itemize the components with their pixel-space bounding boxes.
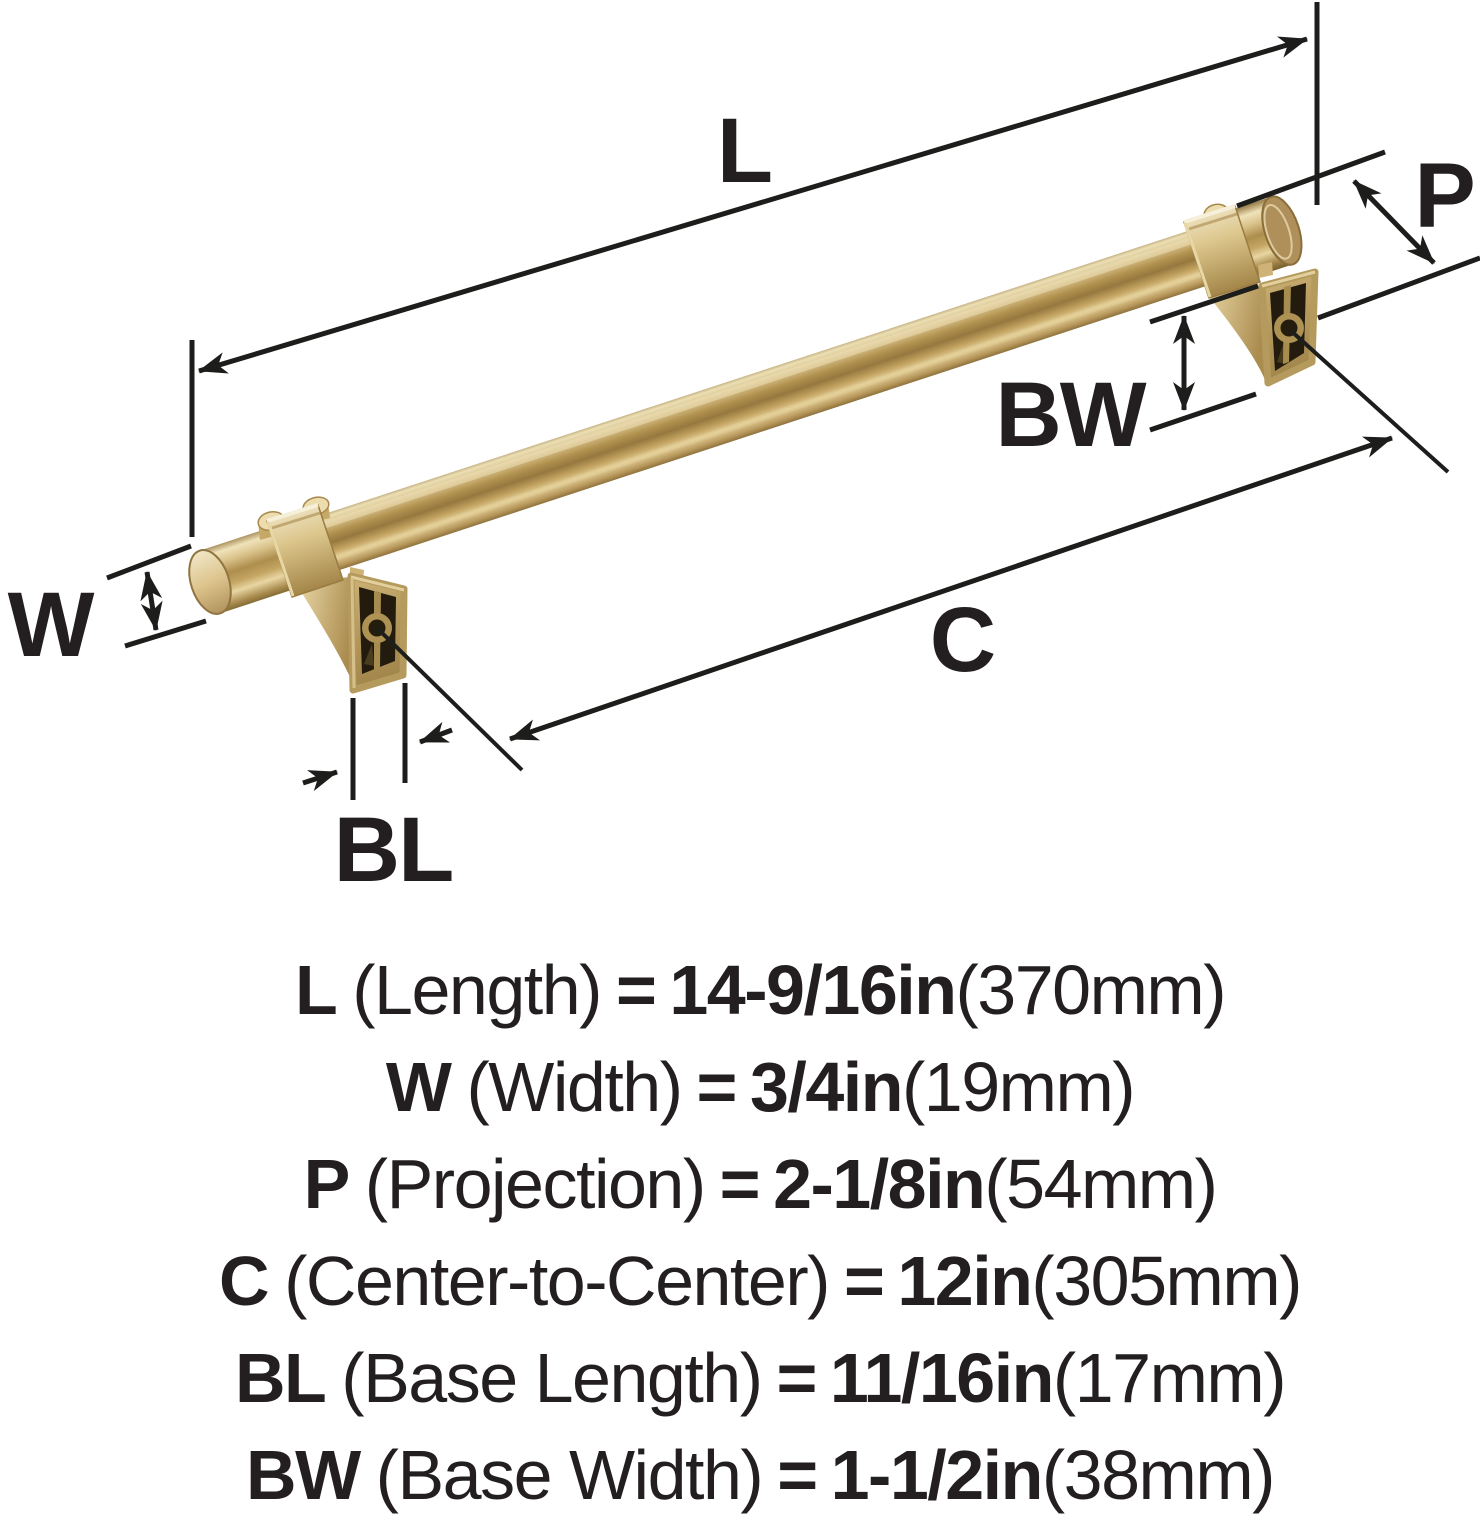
spec-name: (Base Length)	[341, 1339, 763, 1417]
dim-BL	[302, 683, 453, 800]
spec-equals: =	[696, 1048, 738, 1126]
label-projection: P	[1414, 145, 1475, 247]
spec-value: 2-1/8in	[773, 1145, 986, 1223]
spec-metric: (370mm)	[955, 951, 1226, 1029]
spec-line-projection: P(Projection)=2-1/8in(54mm)	[40, 1136, 1480, 1233]
spec-symbol: BW	[246, 1436, 361, 1514]
dim-BW	[1149, 283, 1259, 433]
spec-equals: =	[615, 951, 657, 1029]
spec-symbol: BL	[234, 1339, 327, 1417]
label-base-width: BW	[995, 364, 1146, 466]
left-wing	[300, 577, 354, 686]
spec-name: (Width)	[466, 1048, 683, 1126]
spec-line-length: L(Length)=14-9/16in(370mm)	[40, 942, 1480, 1039]
spec-value: 3/4in	[749, 1048, 904, 1126]
spec-value: 11/16in	[829, 1339, 1055, 1417]
spec-name: (Center-to-Center)	[284, 1242, 830, 1320]
spec-line-width: W(Width)=3/4in(19mm)	[40, 1039, 1480, 1136]
label-center-to-center: C	[929, 589, 996, 691]
spec-equals: =	[776, 1339, 818, 1417]
spec-value: 14-9/16in	[669, 951, 957, 1029]
spec-equals: =	[777, 1436, 818, 1514]
label-length: L	[716, 100, 773, 202]
spec-name: (Base Width)	[375, 1436, 764, 1514]
label-base-length: BL	[333, 799, 455, 901]
spec-metric: (19mm)	[901, 1048, 1136, 1126]
left-end-cap	[188, 549, 232, 615]
spec-metric: (305mm)	[1031, 1242, 1302, 1320]
spec-line-center-to-center: C(Center-to-Center)=12in(305mm)	[40, 1233, 1480, 1330]
spec-metric: (17mm)	[1052, 1339, 1287, 1417]
spec-metric: (38mm)	[1041, 1436, 1276, 1514]
dim-P	[1236, 149, 1480, 321]
spec-name: (Length)	[352, 951, 602, 1029]
spec-symbol: C	[219, 1242, 270, 1320]
spec-value: 12in	[897, 1242, 1033, 1320]
spec-symbol: P	[303, 1145, 351, 1223]
spec-legend: L(Length)=14-9/16in(370mm) W(Width)=3/4i…	[40, 942, 1480, 1524]
label-width: W	[7, 574, 95, 676]
spec-line-base-width: BW(Base Width)=1-1/2in(38mm)	[40, 1427, 1480, 1524]
spec-symbol: W	[385, 1048, 452, 1126]
spec-symbol: L	[294, 951, 338, 1029]
dim-L	[189, 2, 1320, 537]
spec-name: (Projection)	[364, 1145, 706, 1223]
spec-line-base-length: BL(Base Length)=11/16in(17mm)	[40, 1330, 1480, 1427]
dim-C	[375, 328, 1450, 772]
dim-W	[106, 543, 207, 649]
spec-metric: (54mm)	[984, 1145, 1218, 1223]
spec-value: 1-1/2in	[830, 1436, 1044, 1514]
spec-equals: =	[719, 1145, 761, 1223]
spec-equals: =	[843, 1242, 885, 1320]
